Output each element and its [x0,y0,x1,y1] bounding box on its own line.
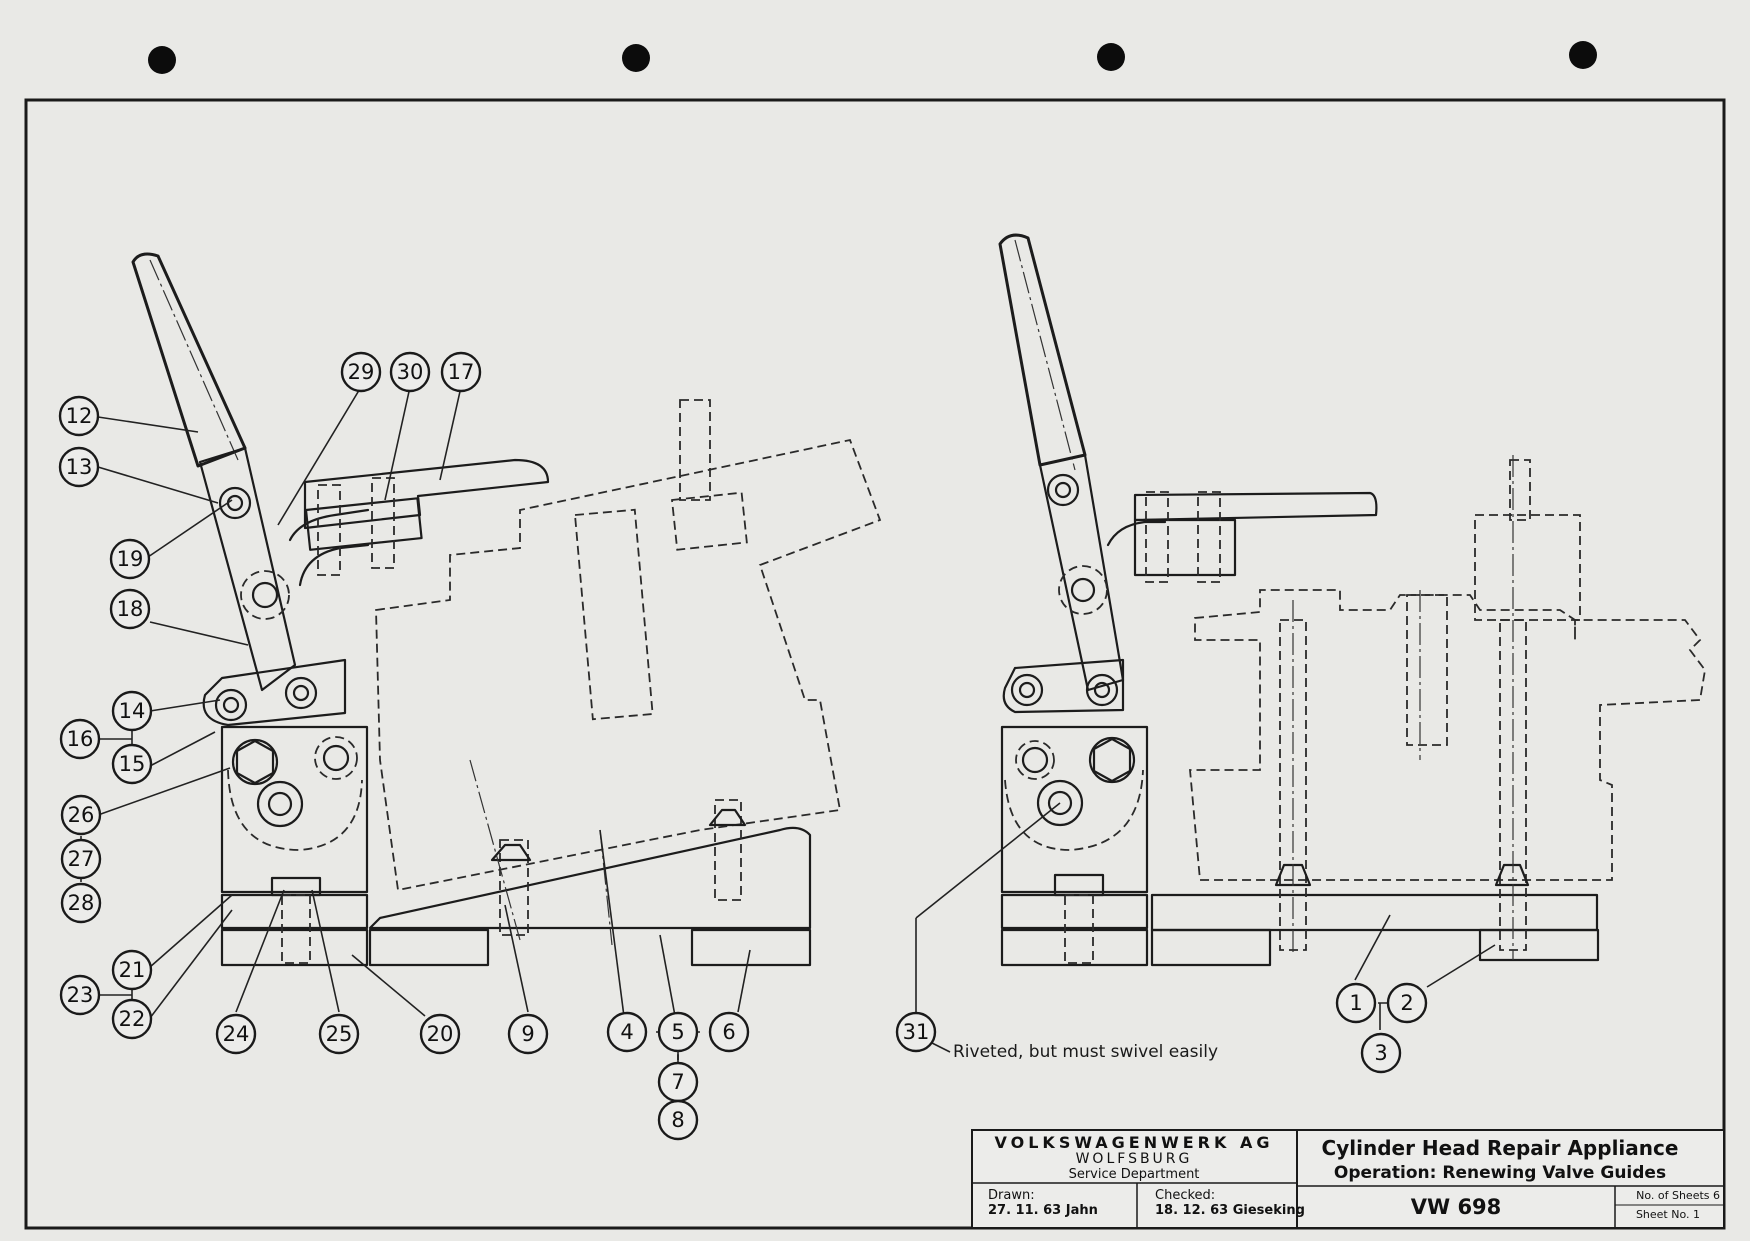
callout-12: 12 [58,395,100,437]
svg-text:13: 13 [66,455,93,479]
svg-text:25: 25 [326,1022,353,1046]
svg-text:6: 6 [722,1020,735,1044]
svg-text:23: 23 [67,983,94,1007]
svg-text:14: 14 [119,699,146,723]
svg-text:16: 16 [67,727,94,751]
callout-7: 7 [657,1061,699,1103]
right-view [998,233,1706,967]
svg-text:8: 8 [671,1108,684,1132]
drawing-frame [24,98,1726,1230]
svg-text:27: 27 [68,847,95,871]
callout-24: 24 [215,1013,257,1055]
drawing-title: Cylinder Head Repair Appliance [1322,1136,1679,1160]
callout-30: 30 [389,351,431,393]
operation-title: Operation: Renewing Valve Guides [1334,1163,1666,1183]
checked-label: Checked: [1155,1188,1215,1203]
svg-text:29: 29 [348,360,375,384]
company-city: WOLFSBURG [1076,1151,1193,1167]
svg-text:15: 15 [119,752,146,776]
callout-13: 13 [58,446,100,488]
callout-18: 18 [109,588,151,630]
callout-1: 1 [1335,982,1377,1024]
svg-text:24: 24 [223,1022,250,1046]
callout-17: 17 [440,351,482,393]
svg-text:30: 30 [397,360,424,384]
svg-text:17: 17 [448,360,475,384]
company-department: Service Department [1069,1167,1200,1182]
svg-text:18: 18 [117,597,144,621]
svg-text:2: 2 [1400,991,1413,1015]
svg-text:3: 3 [1374,1041,1387,1065]
svg-text:7: 7 [671,1070,684,1094]
company-name: VOLKSWAGENWERK AG [995,1133,1274,1152]
svg-text:22: 22 [119,1007,146,1031]
sheets-count: No. of Sheets 6 [1636,1189,1720,1202]
drawn-label: Drawn: [988,1188,1035,1203]
callout-31: 31 [895,1011,937,1053]
callout-6: 6 [708,1011,750,1053]
title-block: VOLKSWAGENWERK AG WOLFSBURG Service Depa… [971,1129,1725,1229]
callout-20: 20 [419,1013,461,1055]
callout-14: 14 [111,690,153,732]
svg-text:21: 21 [119,958,146,982]
svg-text:28: 28 [68,891,95,915]
callout-23: 23 [59,974,101,1016]
svg-text:26: 26 [68,803,95,827]
callout-28: 28 [60,882,102,924]
callout-25: 25 [318,1013,360,1055]
callout-15: 15 [111,743,153,785]
svg-text:19: 19 [117,547,144,571]
left-view [131,252,882,967]
svg-text:4: 4 [620,1020,633,1044]
callout-9: 9 [507,1013,549,1055]
callout-8: 8 [657,1099,699,1141]
callout-29: 29 [340,351,382,393]
leader-lines [80,386,1496,1060]
sheet-number: Sheet No. 1 [1636,1208,1700,1221]
rivet-note: Riveted, but must swivel easily [953,1042,1218,1062]
svg-text:9: 9 [521,1022,534,1046]
checked-value: 18. 12. 63 Gieseking [1155,1203,1305,1218]
callout-19: 19 [109,538,151,580]
callout-26: 26 [60,794,102,836]
callout-27: 27 [60,838,102,880]
punch-holes [148,41,1597,74]
callout-16: 16 [59,718,101,760]
drawn-value: 27. 11. 63 Jahn [988,1203,1098,1218]
drawing-number: VW 698 [1411,1195,1502,1219]
callout-5: 5 [657,1011,699,1053]
svg-text:1: 1 [1349,991,1362,1015]
callout-4: 4 [606,1011,648,1053]
callout-3: 3 [1360,1032,1402,1074]
svg-text:5: 5 [671,1020,684,1044]
callout-22: 22 [111,998,153,1040]
callout-2: 2 [1386,982,1428,1024]
svg-text:12: 12 [66,404,93,428]
svg-text:20: 20 [427,1022,454,1046]
svg-text:31: 31 [903,1020,930,1044]
callout-21: 21 [111,949,153,991]
